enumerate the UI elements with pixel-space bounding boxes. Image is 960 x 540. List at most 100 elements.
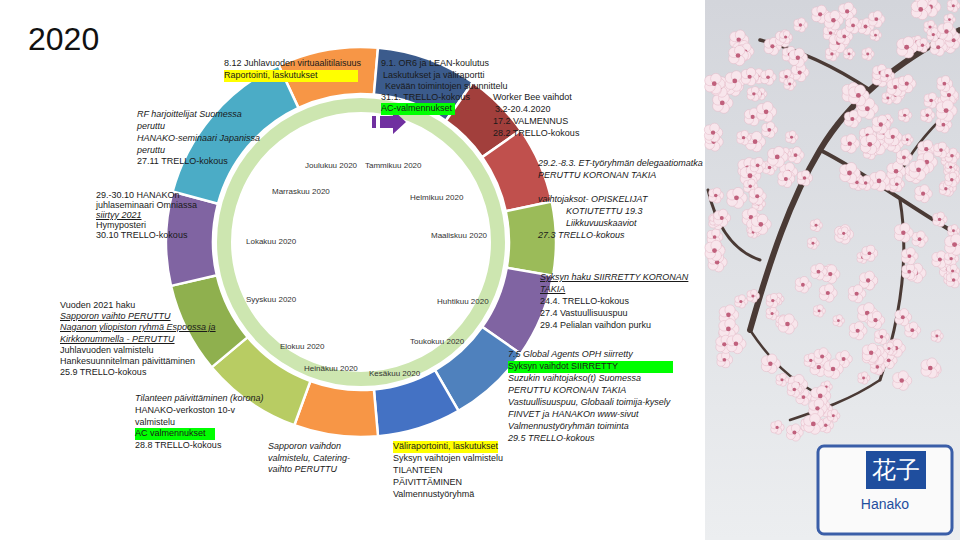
- event-note: Liikkuvuuskaaviot: [566, 218, 637, 230]
- blossom: [907, 263, 926, 283]
- blossom: [727, 187, 747, 208]
- event-note: Syksyn vaihtojen valmistelu: [393, 453, 503, 465]
- blossom: [811, 263, 827, 280]
- event-note: 3.2-20.4.2020: [495, 104, 551, 116]
- blossom: [945, 234, 960, 255]
- blossom: [867, 311, 885, 329]
- event-note: HANAKO-seminaari Japanissa peruttu: [137, 133, 267, 156]
- month-label: Syyskuu 2020: [246, 295, 296, 304]
- blossom: [794, 18, 808, 32]
- month-label: Toukokuu 2020: [410, 337, 464, 346]
- blossom: [849, 322, 867, 340]
- blossom: [727, 334, 746, 354]
- blossom: [705, 73, 725, 94]
- blossom: [902, 134, 914, 146]
- event-note: TILANTEEN PÄIVITTÄMINEN: [393, 465, 473, 488]
- event-note: Syksyn haku SIIRRETTY KORONAN TAKIA: [540, 272, 705, 295]
- event-note: 29.5 TRELLO-kokous: [508, 433, 595, 445]
- blossom: [860, 134, 880, 154]
- blossom: [874, 329, 889, 344]
- blossom: [709, 188, 724, 203]
- blossom: [927, 28, 941, 42]
- blossom: [717, 352, 733, 368]
- blossom: [841, 134, 860, 153]
- sign-text: Hanako: [861, 496, 909, 512]
- event-note: Sapporon vaihto PERUTTU: [60, 311, 171, 323]
- blossom: [704, 123, 722, 142]
- blossom: [937, 76, 953, 92]
- cherry-photo: [704, 0, 960, 540]
- blossom: [705, 240, 725, 261]
- inner-ring: [224, 105, 498, 379]
- blossom: [771, 420, 785, 434]
- event-note: 8.12 Juhlavuoden virtuaalitilaisuus: [224, 58, 361, 70]
- month-label: Kesäkuu 2020: [369, 369, 420, 378]
- blossom: [797, 170, 812, 186]
- blossom: [762, 122, 778, 138]
- event-note: 28.2 TRELLO-kokous: [493, 128, 579, 140]
- blossom: [862, 48, 874, 61]
- event-note: Raportointi, laskutukset: [224, 70, 358, 82]
- blossom: [945, 172, 960, 187]
- blossom: [749, 188, 766, 206]
- event-note: Tilanteen päivittäminen (korona): [135, 393, 264, 405]
- year-wheel: [166, 47, 556, 437]
- event-note: Laskutukset ja väliraportti: [383, 70, 485, 82]
- event-note: 31.1. TRELLO-kokous: [381, 92, 470, 104]
- blossom: [897, 37, 918, 58]
- blossom: [859, 175, 874, 190]
- blossom: [833, 315, 845, 327]
- blossom: [835, 225, 854, 244]
- blossom: [916, 38, 930, 52]
- blossom: [909, 159, 929, 180]
- slide-title: 2020: [28, 20, 99, 58]
- event-note: HANAKO-verkoston 10-v valmistelu: [135, 405, 247, 428]
- blossom: [915, 185, 932, 203]
- blossom: [898, 108, 912, 122]
- blossom: [779, 30, 792, 43]
- event-note: KOTIUTETTU 19.3: [566, 206, 643, 218]
- event-note: 30.10 TRELLO-kokous: [96, 230, 187, 240]
- month-label: Huhtikuu 2020: [437, 297, 489, 306]
- blossom: [893, 371, 912, 391]
- blossom: [757, 102, 777, 122]
- blossom: [912, 231, 928, 247]
- blossom: [735, 295, 748, 308]
- blossom: [729, 45, 749, 65]
- blossom: [778, 314, 798, 334]
- blossom: [870, 29, 882, 41]
- event-note: 17.2 VALMENNUS: [493, 116, 568, 128]
- sign-text: 花子: [872, 455, 920, 485]
- blossom: [901, 248, 918, 265]
- event-note: Kevään toimintojen suunnittelu: [385, 81, 508, 93]
- blossom: [931, 330, 943, 343]
- blossom: [786, 131, 799, 144]
- blossom: [921, 358, 941, 378]
- blossom: [845, 17, 861, 33]
- blossom: [844, 48, 856, 60]
- event-note: FINVET ja HANAKOn www-sivut: [508, 409, 639, 421]
- event-note: Hankesuunnitelman päivittäminen: [60, 356, 195, 368]
- event-note: AC valmennukset: [135, 428, 215, 440]
- blossom: [858, 372, 870, 385]
- event-note: 29.4 Pelialan vaihdon purku: [540, 320, 651, 332]
- month-label: Lokakuu 2020: [246, 237, 296, 246]
- blossom: [776, 373, 789, 386]
- blossom: [848, 285, 866, 303]
- blossom: [827, 409, 840, 422]
- event-note: 9.1. OR6 ja LEAN-koulutus: [381, 58, 489, 70]
- blossom: [902, 264, 918, 280]
- blossom: [894, 223, 913, 242]
- event-note: 25.9 TRELLO-kokous: [60, 367, 146, 379]
- blossom: [775, 30, 792, 47]
- event-note: Naganon yliopiston ryhmä Espoossa ja Kir…: [60, 322, 238, 345]
- blossom: [789, 48, 808, 67]
- blossom: [778, 170, 795, 187]
- blossom: [761, 69, 776, 85]
- month-label: Elokuu 2020: [280, 342, 324, 351]
- blossom: [849, 85, 870, 106]
- blossom: [921, 108, 935, 123]
- blossom: [766, 307, 779, 320]
- blossom: [862, 343, 881, 362]
- month-label: Heinäkuu 2020: [304, 364, 358, 373]
